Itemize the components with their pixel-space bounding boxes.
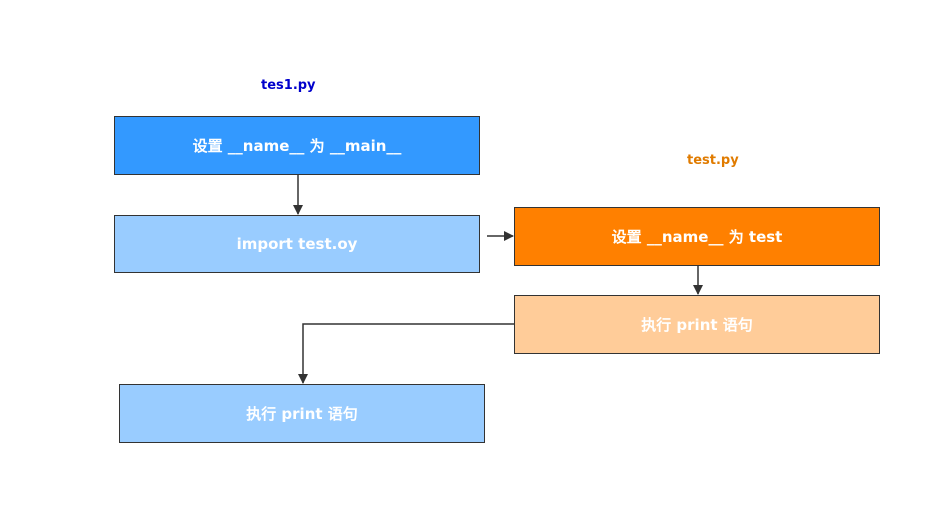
print-statement-right-text: 执行 print 语句: [641, 316, 753, 334]
print-statement-right-box: 执行 print 语句: [514, 295, 880, 354]
set-name-test-box: 设置 __name__ 为 test: [514, 207, 880, 266]
import-test-text: import test.oy: [236, 235, 358, 253]
set-name-main-box: 设置 __name__ 为 __main__: [114, 116, 480, 175]
left-file-label: tes1.py: [261, 78, 316, 93]
import-test-box: import test.oy: [114, 215, 480, 273]
print-statement-left-box: 执行 print 语句: [119, 384, 485, 443]
right-file-label: test.py: [687, 153, 739, 168]
arrow-print-right-to-print-left: [298, 323, 514, 384]
print-statement-left-text: 执行 print 语句: [246, 405, 358, 423]
set-name-test-text: 设置 __name__ 为 test: [611, 228, 783, 246]
set-name-main-text: 设置 __name__ 为 __main__: [192, 137, 402, 155]
